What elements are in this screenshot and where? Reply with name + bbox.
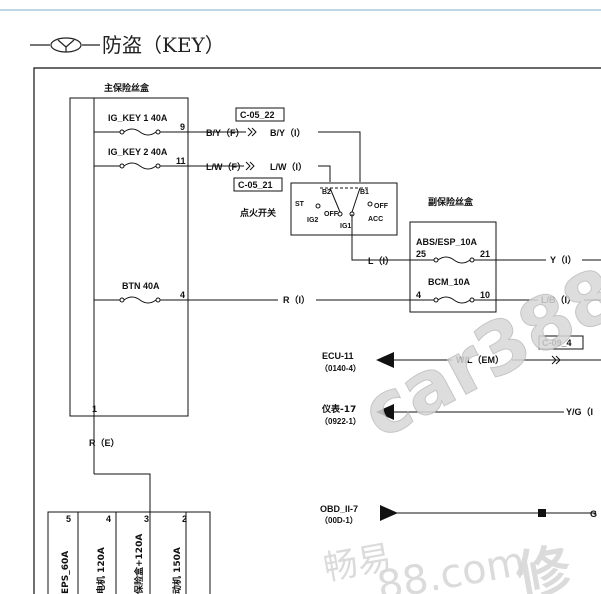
ignition-switch-box: [290, 182, 398, 236]
dest-meter17-code: （0922-1）: [320, 416, 361, 426]
dest-ecu11-name: ECU-11: [322, 351, 354, 361]
ignition-pos-acc: ACC: [368, 216, 383, 223]
wire-r-e-label: R（E）: [89, 438, 120, 448]
ignition-pos-st: ST: [295, 201, 305, 208]
wire-yg-i-label: Y/G（I: [566, 407, 593, 417]
fuse-ig-key1-pin: 9: [180, 122, 185, 132]
wire-lw-f-label: L/W（F）: [206, 162, 246, 172]
wire-g-label: G: [590, 509, 597, 519]
wire-by-i-label: B/Y（I）: [270, 128, 306, 138]
arrow-left-icon: [376, 352, 394, 368]
wire-by-f-label: B/Y（F）: [206, 128, 245, 138]
dest-ecu11-code: （0140-4）: [320, 363, 361, 373]
ignition-switch-label: 点火开关: [240, 207, 276, 219]
ignition-pos-off-right: OFF: [374, 203, 389, 210]
bottom-fuse-box: [47, 511, 211, 594]
fuse-bcm-label: BCM_10A: [428, 277, 471, 287]
wire-l-i-label: L（I）: [368, 256, 394, 266]
ignition-pin-b2: B2: [322, 189, 331, 196]
connector-c0521-label: C-05_21: [238, 180, 273, 190]
sub-fuse-box: [409, 221, 497, 313]
ignition-switch-contacts: [315, 187, 373, 217]
outer-frame: [33, 67, 601, 594]
page-title: 防盗（KEY）: [102, 33, 225, 57]
watermark-extra: 修: [511, 537, 576, 594]
wire-wl-em-label: W/L（EM）: [456, 355, 504, 365]
connector-c0522-box: [235, 107, 285, 122]
fuse-btn-symbol: [94, 296, 188, 304]
sub-fuse-box-title: 副保险丝盒: [428, 196, 474, 208]
wire-lw-i: [318, 165, 331, 182]
fuse-ig-key2-symbol: [94, 162, 188, 170]
fuse-abs-esp-label: ABS/ESP_10A: [416, 237, 478, 247]
wire-r-i-label: R（I）: [283, 295, 310, 305]
fuse-ig-key1-symbol: [94, 128, 188, 136]
dest-meter17-name: 仪表-17: [321, 403, 356, 415]
watermark-brand: car388: [349, 251, 601, 455]
fuse-abs-esp-pin-in: 25: [416, 249, 426, 259]
ignition-pin-b1: B1: [360, 189, 369, 196]
dest-obd-code: （00D-1）: [320, 515, 358, 525]
connector-c094-box: [538, 335, 584, 350]
bottom-fuse-pin-5: 5: [66, 514, 71, 524]
bottom-fuse-label-fusebox: 保险盒+120A: [133, 534, 145, 594]
wire-by-i: [318, 131, 361, 182]
fuse-bcm-pin-out: 10: [480, 290, 490, 300]
fuse-abs-esp-symbol: [410, 256, 496, 264]
bottom-fuse-label-eps: EPS_60A: [61, 551, 71, 594]
fuse-bcm-symbol: [410, 296, 496, 304]
wire-l-i: [351, 214, 414, 261]
wire-r-e: [94, 473, 151, 512]
connector-c0522-label: C-05_22: [240, 110, 275, 120]
main-fuse-box: [69, 97, 189, 417]
main-fuse-box-ground-pin: 1: [92, 404, 97, 414]
connector-c0521-box: [233, 177, 283, 192]
ignition-pin-ig1: IG1: [340, 223, 351, 230]
bottom-fuse-lines: [77, 512, 187, 594]
splice-point: [538, 509, 546, 517]
fuse-ig-key2-label: IG_KEY 2 40A: [108, 147, 168, 157]
fuse-ig-key1-label: IG_KEY 1 40A: [108, 113, 168, 123]
wire-y-i-label: Y（I）: [550, 255, 577, 265]
ignition-pin-ig2: IG2: [307, 217, 318, 224]
arrow-left-icon: [376, 404, 394, 420]
fuse-btn-label: BTN 40A: [122, 281, 160, 291]
ignition-pos-off-left: OFF: [324, 211, 339, 218]
connector-chevron-icon: [245, 161, 255, 171]
brand-logo-icon: [30, 37, 100, 53]
wire-lb-i-label: L/B（I）: [541, 295, 576, 305]
fuse-bcm-pin-in: 4: [416, 290, 421, 300]
main-fuse-box-title: 主保险丝盒: [104, 82, 150, 94]
fuse-abs-esp-pin-out: 21: [480, 249, 490, 259]
watermark-domain: 88.com: [374, 539, 529, 594]
fuse-btn-pin: 4: [180, 290, 185, 300]
fuse-ig-key2-pin: 11: [176, 156, 186, 166]
bottom-fuse-pin-4: 4: [106, 514, 111, 524]
connector-chevron-icon: [551, 355, 561, 365]
dest-obd-name: OBD_II-7: [320, 504, 358, 514]
bottom-fuse-pin-3: 3: [144, 514, 149, 524]
bottom-fuse-pin-2: 2: [182, 514, 187, 524]
connector-chevron-icon: [247, 127, 257, 137]
bottom-fuse-label-motor: 电机 120A: [95, 547, 107, 594]
bottom-fuse-label-engine: 动机 150A: [171, 547, 183, 594]
connector-c094-label: C-09_4: [542, 338, 572, 348]
wire-lw-i-label: L/W（I）: [270, 162, 307, 172]
